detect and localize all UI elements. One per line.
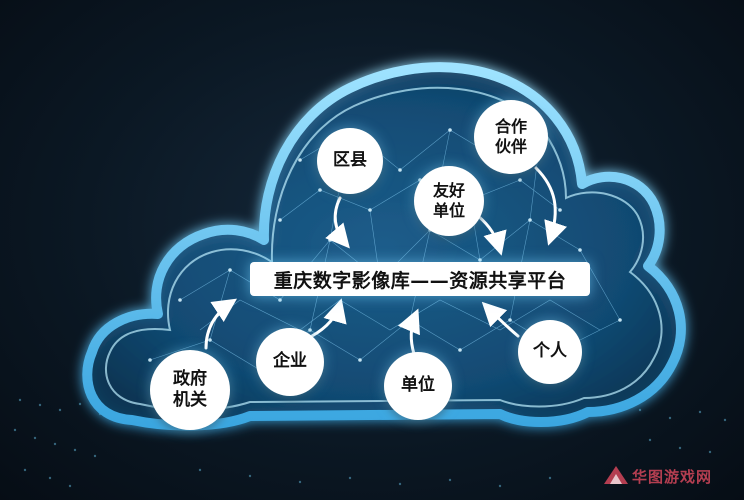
node-unit: 单位: [384, 352, 452, 420]
node-government-label: 政府 机关: [173, 368, 207, 410]
flow-arrows: [204, 166, 568, 356]
platform-title-bar: 重庆数字影像库——资源共享平台: [250, 262, 590, 296]
node-individual: 个人: [518, 320, 582, 384]
node-partner-label: 合作 伙伴: [494, 117, 527, 156]
node-enterprise-label: 企业: [273, 351, 307, 372]
node-district-label: 区县: [333, 150, 367, 171]
node-partner: 合作 伙伴: [474, 100, 548, 174]
arrow-partner: [534, 166, 568, 246]
node-enterprise: 企业: [256, 328, 324, 396]
node-unit-label: 单位: [401, 375, 435, 396]
node-individual-label: 个人: [533, 341, 567, 362]
watermark-text: 华图游戏网: [632, 467, 713, 486]
arrow-district: [325, 196, 350, 249]
arrow-government: [204, 298, 237, 350]
node-government: 政府 机关: [150, 350, 230, 430]
node-district: 区县: [317, 128, 383, 194]
arrow-friendly-unit: [476, 214, 507, 256]
node-friendly-unit: 友好 单位: [414, 166, 484, 236]
node-friendly-unit-label: 友好 单位: [432, 181, 465, 220]
arrow-unit: [397, 308, 420, 356]
watermark: 华图游戏网: [600, 462, 712, 490]
arrow-individual: [481, 301, 520, 338]
watermark-logo-icon: [604, 466, 628, 484]
arrow-enterprise: [310, 298, 347, 338]
platform-title: 重庆数字影像库——资源共享平台: [273, 269, 567, 292]
